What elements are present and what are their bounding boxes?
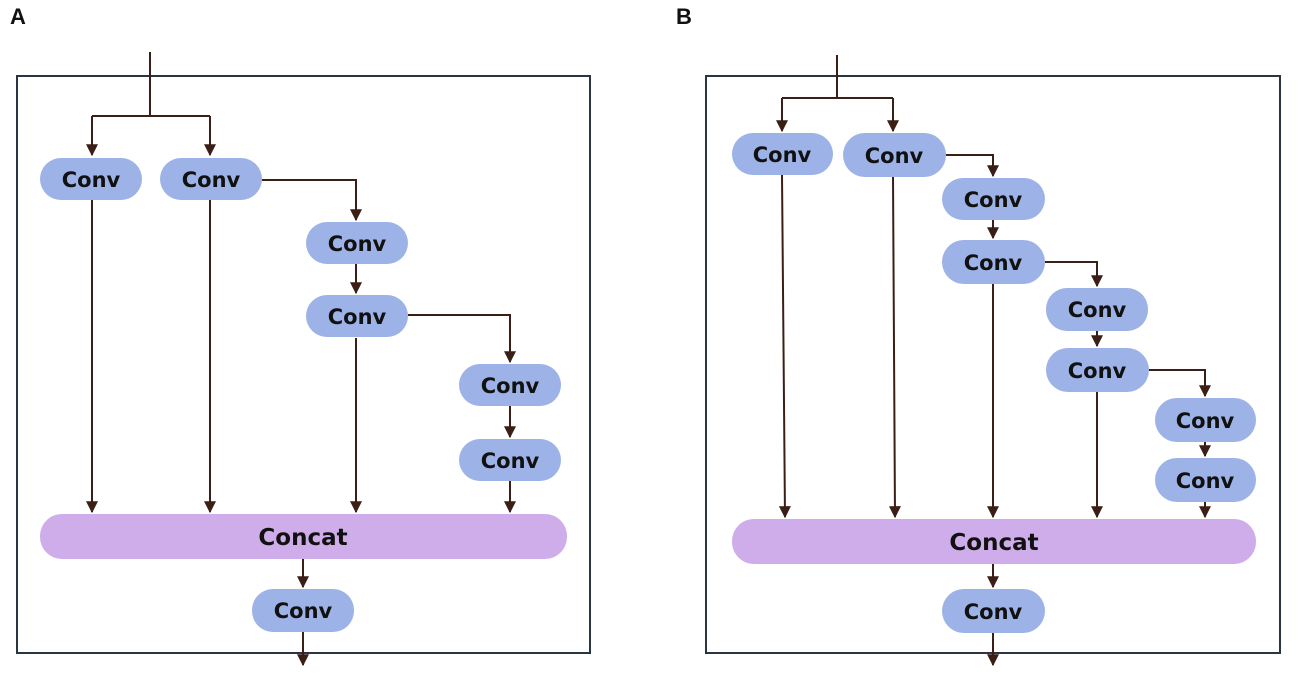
panel-b-conv-4-label: Conv — [964, 251, 1023, 275]
panel-b-conv-5: Conv — [1046, 288, 1148, 331]
panel-b-edges — [776, 55, 1211, 667]
panel-a-conv-6: Conv — [459, 439, 561, 481]
panel-b-conv-7: Conv — [1155, 398, 1256, 442]
panel-a-conv-3: Conv — [306, 222, 408, 264]
panel-a-conv-3-label: Conv — [328, 232, 387, 256]
panel-b-conv-out: Conv — [942, 589, 1045, 633]
panel-a-conv-5-label: Conv — [481, 374, 540, 398]
panel-a-edge-c2-c3 — [262, 179, 362, 222]
panel-b-concat: Concat — [732, 519, 1256, 564]
panel-a-conv-4-label: Conv — [328, 305, 387, 329]
panel-a-conv-2: Conv — [160, 158, 262, 200]
panel-b-edge-c6-c7 — [1149, 369, 1211, 398]
panel-a-conv-1: Conv — [40, 158, 142, 200]
panel-a-concat-label: Concat — [258, 525, 347, 551]
panel-b-conv-6: Conv — [1046, 348, 1149, 392]
panel-b-conv-3: Conv — [942, 178, 1045, 220]
panel-a-conv-5: Conv — [459, 364, 561, 406]
panel-b-letter: B — [676, 4, 692, 29]
panel-b-edge-c1-concat — [778, 174, 791, 519]
panel-b-conv-4: Conv — [942, 240, 1045, 284]
panel-b-conv-out-label: Conv — [964, 600, 1023, 624]
panel-a-conv-1-label: Conv — [62, 168, 121, 192]
panel-b-conv-7-label: Conv — [1176, 409, 1235, 433]
panel-a-edge-c4-c5 — [408, 314, 516, 364]
panel-b-edge-c2-concat — [888, 176, 901, 519]
panel-a-conv-out-label: Conv — [274, 599, 333, 623]
panel-b-edge-c4-c5 — [1045, 261, 1103, 288]
panel-b-conv-6-label: Conv — [1068, 359, 1127, 383]
panel-a-conv-2-label: Conv — [182, 168, 241, 192]
panel-a-concat: Concat — [40, 514, 567, 559]
panel-b-conv-2-label: Conv — [865, 144, 924, 168]
panel-b-conv-8: Conv — [1155, 458, 1256, 502]
panel-b-edge-c2-c3 — [946, 154, 999, 178]
panel-b-concat-label: Concat — [949, 530, 1038, 556]
panel-b-conv-2: Conv — [843, 133, 946, 177]
panel-a-conv-4: Conv — [306, 295, 408, 337]
panel-b-conv-5-label: Conv — [1068, 298, 1127, 322]
panel-b-conv-8-label: Conv — [1176, 469, 1235, 493]
panel-b-conv-1-label: Conv — [753, 143, 812, 167]
panel-a-conv-6-label: Conv — [481, 449, 540, 473]
panel-a-edges — [86, 52, 516, 667]
panel-a-conv-out: Conv — [252, 589, 354, 632]
panel-b-conv-1: Conv — [732, 133, 833, 175]
panel-b-conv-3-label: Conv — [964, 188, 1023, 212]
panel-a-letter: A — [10, 4, 26, 29]
